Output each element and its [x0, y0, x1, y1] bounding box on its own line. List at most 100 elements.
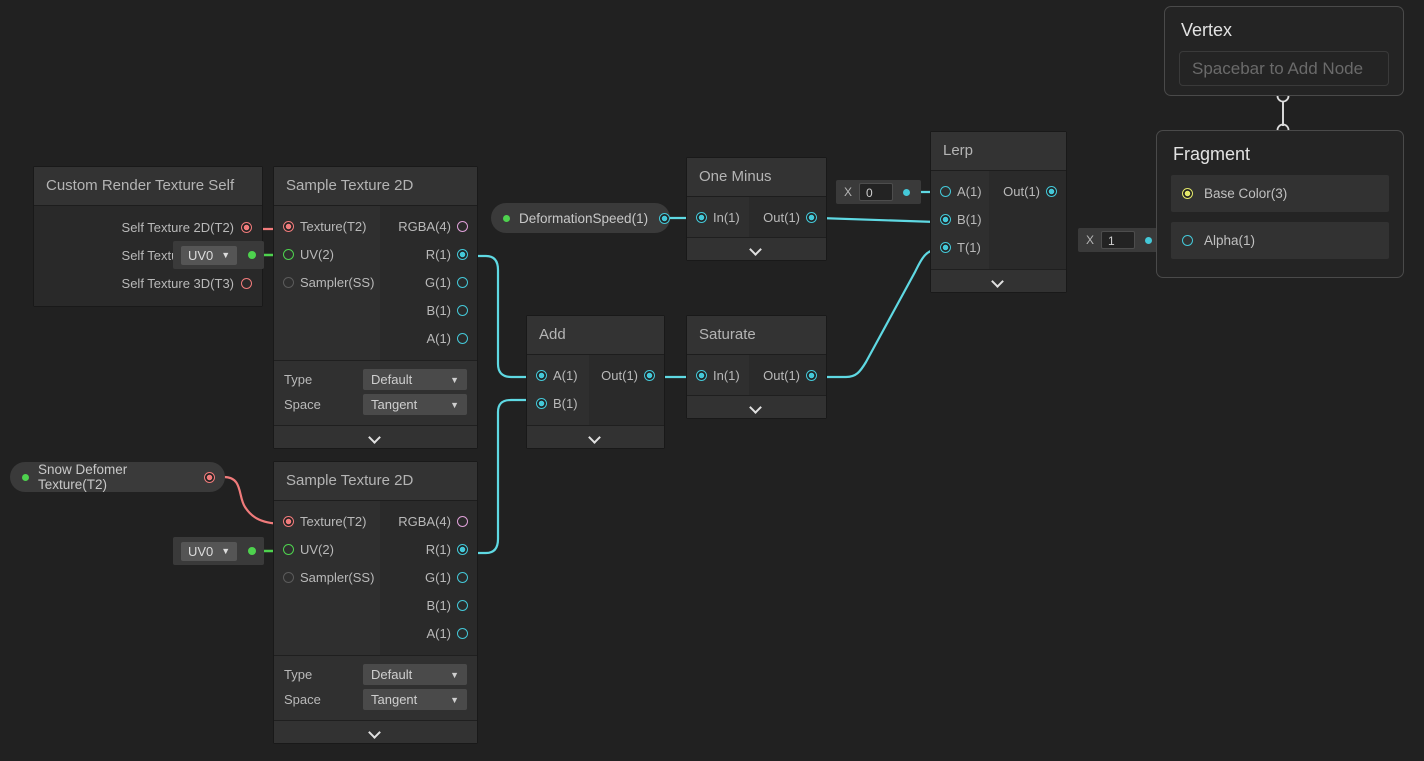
node-collapse-button[interactable] [527, 425, 664, 448]
node-collapse-button[interactable] [931, 269, 1066, 292]
port-dot-icon[interactable] [1182, 235, 1193, 246]
port-dot-icon[interactable] [283, 248, 294, 260]
input-port-b[interactable]: B(1) [527, 389, 589, 417]
value-field-output-dot-icon[interactable] [903, 188, 911, 196]
port-dot-icon[interactable] [806, 369, 817, 381]
master-stack-vertex[interactable]: Vertex Spacebar to Add Node [1164, 6, 1404, 96]
port-dot-icon[interactable] [457, 220, 468, 232]
input-port-in[interactable]: In(1) [687, 361, 749, 389]
port-dot-icon[interactable] [457, 304, 468, 316]
vertex-add-node-placeholder[interactable]: Spacebar to Add Node [1179, 51, 1389, 86]
input-port-sampler[interactable]: Sampler(SS) [274, 563, 380, 591]
fragment-block-alpha[interactable]: Alpha(1) [1171, 222, 1389, 259]
uv-dropdown-output-dot-icon[interactable] [248, 547, 257, 555]
property-output-dot-icon[interactable] [659, 212, 671, 224]
setting-type-dropdown[interactable]: Default ▼ [363, 369, 467, 390]
port-dot-icon[interactable] [241, 277, 252, 289]
value-field-input[interactable]: 0 [859, 183, 894, 201]
port-dot-icon[interactable] [457, 332, 468, 344]
setting-space-dropdown[interactable]: Tangent ▼ [363, 394, 467, 415]
output-port-out[interactable]: Out(1) [589, 361, 664, 389]
output-port-a[interactable]: A(1) [380, 324, 477, 352]
output-port-self-texture-2d[interactable]: Self Texture 2D(T2) [34, 213, 262, 241]
uv-dropdown-bottom[interactable]: UV0 ▼ [173, 537, 265, 565]
input-port-sampler[interactable]: Sampler(SS) [274, 268, 380, 296]
port-dot-icon[interactable] [1046, 185, 1057, 197]
uv-dropdown-output-dot-icon[interactable] [248, 251, 257, 259]
node-one-minus[interactable]: One Minus In(1) Out(1) [686, 157, 827, 261]
port-dot-icon[interactable] [283, 543, 294, 555]
port-dot-icon[interactable] [940, 241, 951, 253]
output-port-r[interactable]: R(1) [380, 535, 477, 563]
node-add[interactable]: Add A(1) B(1) Out(1) [526, 315, 665, 449]
input-port-a[interactable]: A(1) [931, 177, 989, 205]
output-port-g[interactable]: G(1) [380, 268, 477, 296]
port-dot-icon[interactable] [940, 213, 951, 225]
input-port-in[interactable]: In(1) [687, 203, 749, 231]
output-port-r[interactable]: R(1) [380, 240, 477, 268]
port-dot-icon[interactable] [536, 397, 547, 409]
input-port-t[interactable]: T(1) [931, 233, 989, 261]
node-collapse-button[interactable] [687, 237, 826, 260]
output-port-b[interactable]: B(1) [380, 296, 477, 324]
port-dot-icon[interactable] [457, 276, 468, 288]
port-dot-icon[interactable] [457, 571, 468, 583]
port-dot-icon[interactable] [696, 211, 707, 223]
port-dot-icon[interactable] [1182, 188, 1193, 199]
output-port-a[interactable]: A(1) [380, 619, 477, 647]
input-port-texture[interactable]: Texture(T2) [274, 212, 380, 240]
node-collapse-button[interactable] [687, 395, 826, 418]
fragment-block-base-color[interactable]: Base Color(3) [1171, 175, 1389, 212]
master-stack-fragment[interactable]: Fragment Base Color(3) Alpha(1) [1156, 130, 1404, 278]
port-dot-icon[interactable] [457, 599, 468, 611]
uv-dropdown-box[interactable]: UV0 ▼ [181, 245, 238, 265]
port-dot-icon[interactable] [241, 221, 252, 233]
port-dot-icon[interactable] [283, 515, 294, 527]
input-port-a[interactable]: A(1) [527, 361, 589, 389]
port-dot-icon[interactable] [283, 276, 294, 288]
node-sample-texture-2d-top[interactable]: Sample Texture 2D Texture(T2) UV(2) Samp… [273, 166, 478, 449]
value-field-lerp-a[interactable]: X 0 [836, 180, 921, 204]
property-snow-deformer-texture[interactable]: Snow Defomer Texture(T2) [10, 462, 225, 492]
output-port-b[interactable]: B(1) [380, 591, 477, 619]
uv-dropdown-crt[interactable]: UV0 ▼ [173, 241, 265, 269]
output-port-self-texture-3d[interactable]: Self Texture 3D(T3) [34, 269, 262, 297]
node-custom-render-texture-self[interactable]: Custom Render Texture Self Self Texture … [33, 166, 263, 307]
port-dot-icon[interactable] [644, 369, 655, 381]
port-dot-icon[interactable] [283, 220, 294, 232]
property-deformation-speed[interactable]: DeformationSpeed(1) [491, 203, 671, 233]
value-field-output-dot-icon[interactable] [1145, 236, 1153, 244]
input-port-uv[interactable]: UV(2) [274, 240, 380, 268]
uv-dropdown-box[interactable]: UV0 ▼ [181, 541, 238, 561]
port-dot-icon[interactable] [283, 571, 294, 583]
node-sample-texture-2d-bottom[interactable]: Sample Texture 2D Texture(T2) UV(2) Samp… [273, 461, 478, 744]
property-output-dot-icon[interactable] [204, 471, 215, 483]
input-port-b[interactable]: B(1) [931, 205, 989, 233]
output-port-out[interactable]: Out(1) [749, 203, 826, 231]
input-port-uv[interactable]: UV(2) [274, 535, 380, 563]
value-field-alpha[interactable]: X 1 [1078, 228, 1163, 252]
input-port-texture[interactable]: Texture(T2) [274, 507, 380, 535]
output-port-out[interactable]: Out(1) [989, 177, 1066, 205]
port-dot-icon[interactable] [457, 515, 468, 527]
output-port-rgba[interactable]: RGBA(4) [380, 212, 477, 240]
setting-type-dropdown[interactable]: Default ▼ [363, 664, 467, 685]
port-dot-icon[interactable] [806, 211, 817, 223]
port-dot-icon[interactable] [536, 369, 547, 381]
output-port-rgba[interactable]: RGBA(4) [380, 507, 477, 535]
node-collapse-button[interactable] [274, 425, 477, 448]
value-field-input[interactable]: 1 [1101, 231, 1136, 249]
setting-space-dropdown[interactable]: Tangent ▼ [363, 689, 467, 710]
port-dot-icon[interactable] [696, 369, 707, 381]
output-port-g[interactable]: G(1) [380, 563, 477, 591]
port-dot-icon[interactable] [940, 185, 951, 197]
port-dot-icon[interactable] [457, 543, 468, 555]
node-lerp[interactable]: Lerp A(1) B(1) T(1) Out(1) [930, 131, 1067, 293]
node-collapse-button[interactable] [274, 720, 477, 743]
port-dot-icon[interactable] [457, 627, 468, 639]
node-saturate[interactable]: Saturate In(1) Out(1) [686, 315, 827, 419]
chevron-down-icon: ▼ [450, 669, 459, 680]
output-port-out[interactable]: Out(1) [749, 361, 826, 389]
port-dot-icon[interactable] [457, 248, 468, 260]
